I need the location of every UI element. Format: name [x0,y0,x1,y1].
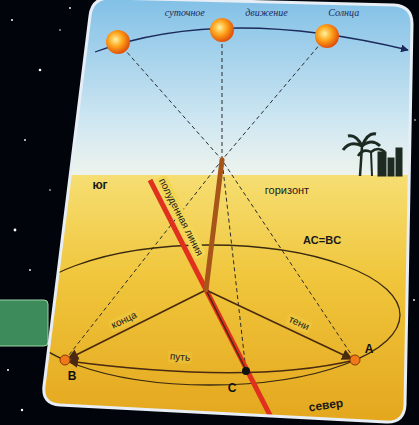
point-c [242,367,250,375]
ground [0,175,419,425]
point-b [60,355,70,365]
direction-label: юг [92,179,107,193]
horizon-label: горизонт [265,184,309,197]
point-label: A [365,343,374,357]
shadow-end-path [68,360,355,373]
point-label: B [68,370,77,384]
slide-tab [0,300,48,346]
sun-daily-path [95,28,408,52]
trees [343,134,402,176]
motion-caption: суточное движение Солнца [165,7,359,19]
sky [0,0,419,176]
point-label: C [228,382,237,396]
gnomon [206,160,222,290]
point-a [350,355,360,365]
equality-label: AC=BC [303,234,341,247]
sun-rays [65,30,355,371]
suns [106,18,339,54]
card-border [44,0,412,422]
shadow-path-label: путь [168,350,193,363]
shadows [68,290,352,368]
